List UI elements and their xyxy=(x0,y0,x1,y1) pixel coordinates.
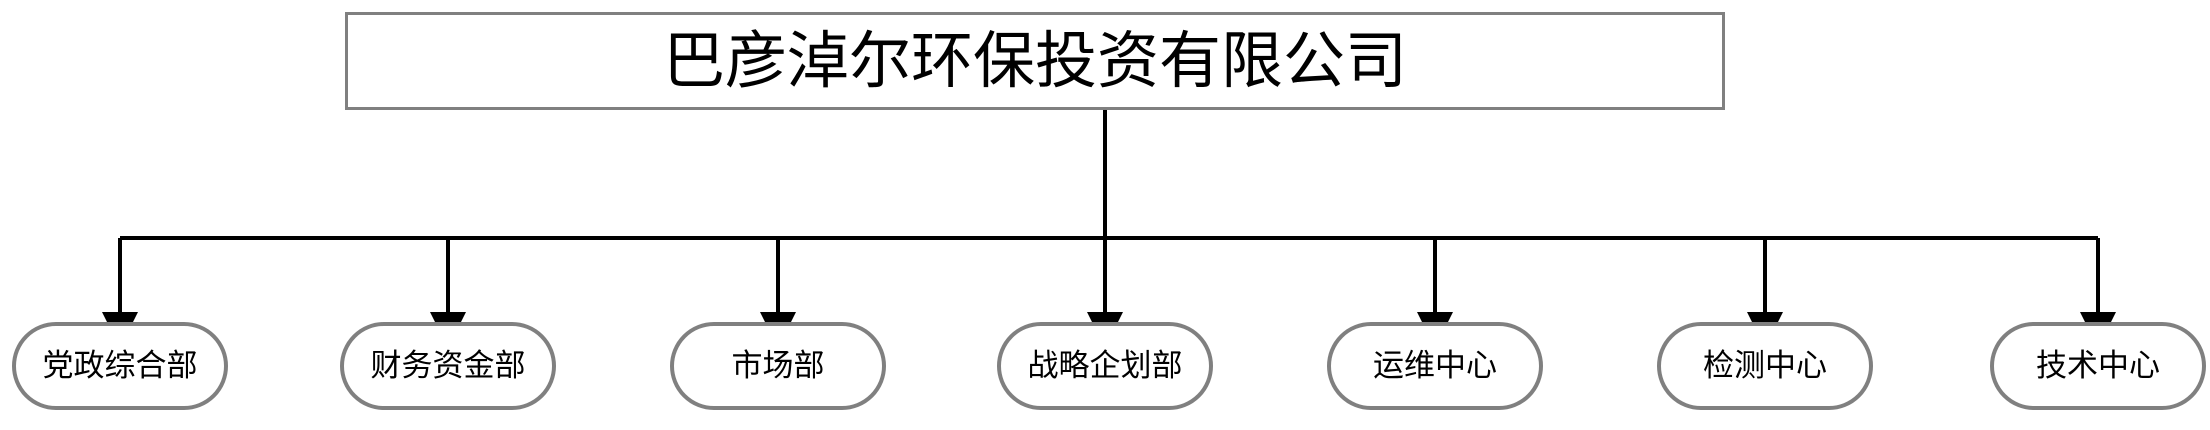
department-node[interactable]: 党政综合部 xyxy=(12,322,228,410)
department-node-label: 技术中心 xyxy=(2036,347,2160,384)
department-node-label: 战略企划部 xyxy=(1027,347,1183,384)
department-node[interactable]: 运维中心 xyxy=(1327,322,1543,410)
root-node-label: 巴彦淖尔环保投资有限公司 xyxy=(662,24,1407,97)
department-node-label: 党政综合部 xyxy=(42,347,198,384)
department-node[interactable]: 检测中心 xyxy=(1657,322,1873,410)
department-node[interactable]: 战略企划部 xyxy=(997,322,1213,410)
department-node-label: 检测中心 xyxy=(1703,347,1827,384)
department-node-label: 财务资金部 xyxy=(370,347,526,384)
department-node-label: 运维中心 xyxy=(1373,347,1497,384)
department-node[interactable]: 财务资金部 xyxy=(340,322,556,410)
department-node[interactable]: 市场部 xyxy=(670,322,886,410)
department-node-label: 市场部 xyxy=(731,347,825,384)
root-node-company[interactable]: 巴彦淖尔环保投资有限公司 xyxy=(345,12,1725,110)
department-node[interactable]: 技术中心 xyxy=(1990,322,2206,410)
